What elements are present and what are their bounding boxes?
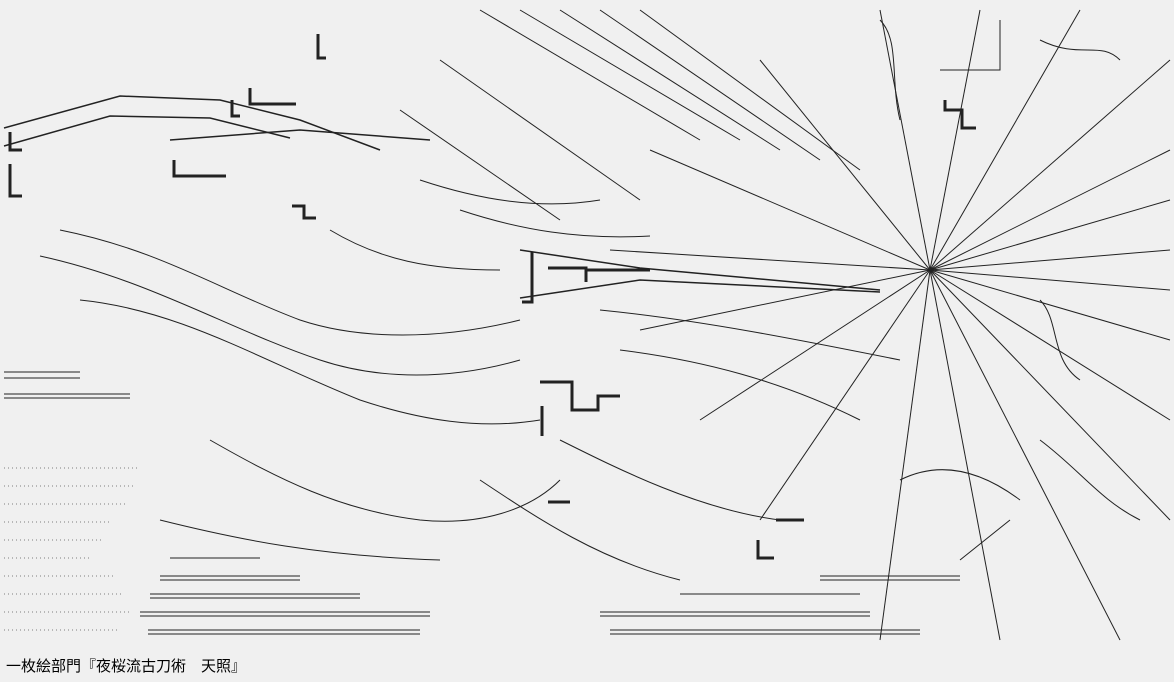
caption-title: 一枚絵部門『夜桜流古刀術 天照』	[6, 657, 247, 675]
hatching-bottom-left	[4, 371, 430, 635]
cloth-motion-curves	[39, 179, 901, 581]
hatching-bottom-right	[600, 575, 960, 635]
petal-strokes-right	[879, 19, 1141, 561]
sword-blade	[3, 95, 881, 299]
dotted-texture-left	[4, 467, 140, 631]
diagonal-strokes-top	[399, 9, 861, 221]
bold-guard-strokes	[8, 34, 976, 560]
light-burst-rays	[609, 9, 1171, 641]
